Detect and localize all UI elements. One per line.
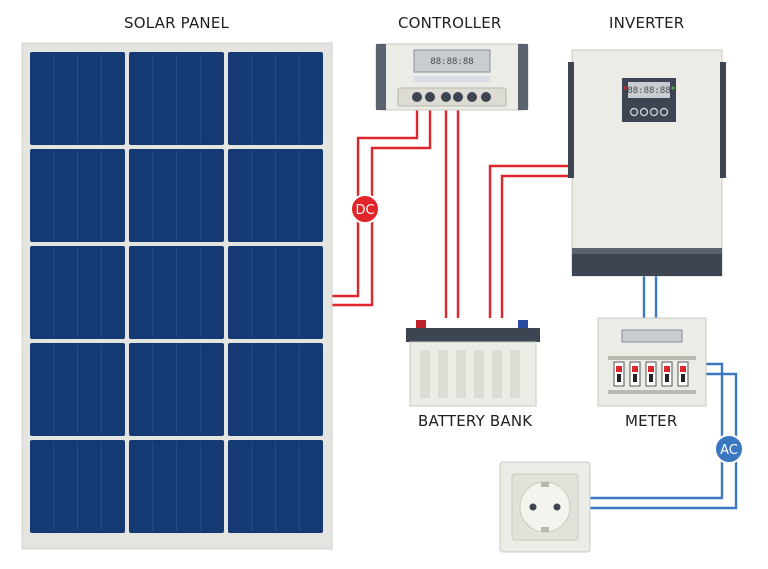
wall-outlet <box>499 461 591 553</box>
dc-badge: DC <box>350 194 380 224</box>
dc-wires <box>330 104 572 318</box>
battery-ribs <box>420 350 520 398</box>
solar-panel <box>21 42 333 550</box>
dc-badge-label: DC <box>355 203 374 218</box>
solar-cells <box>30 52 323 533</box>
meter-breakers <box>613 361 689 387</box>
ac-badge-label: AC <box>720 443 738 458</box>
ac-badge: AC <box>714 434 744 464</box>
charge-controller: 88:88:88 <box>375 43 529 111</box>
inverter-buttons <box>629 107 669 117</box>
controller-terminals <box>412 92 491 102</box>
controller-lcd-readout: 88:88:88 <box>430 57 473 67</box>
battery-bank <box>406 320 540 407</box>
inverter-lcd-readout: 88:88:88 <box>627 86 670 96</box>
meter <box>597 317 707 407</box>
battery-bank-label: BATTERY BANK <box>418 412 533 430</box>
inverter-label: INVERTER <box>609 14 685 32</box>
meter-label: METER <box>625 412 678 430</box>
controller-label: CONTROLLER <box>398 14 502 32</box>
solar-panel-label: SOLAR PANEL <box>124 14 230 32</box>
inverter: 88:88:88 <box>568 49 726 277</box>
